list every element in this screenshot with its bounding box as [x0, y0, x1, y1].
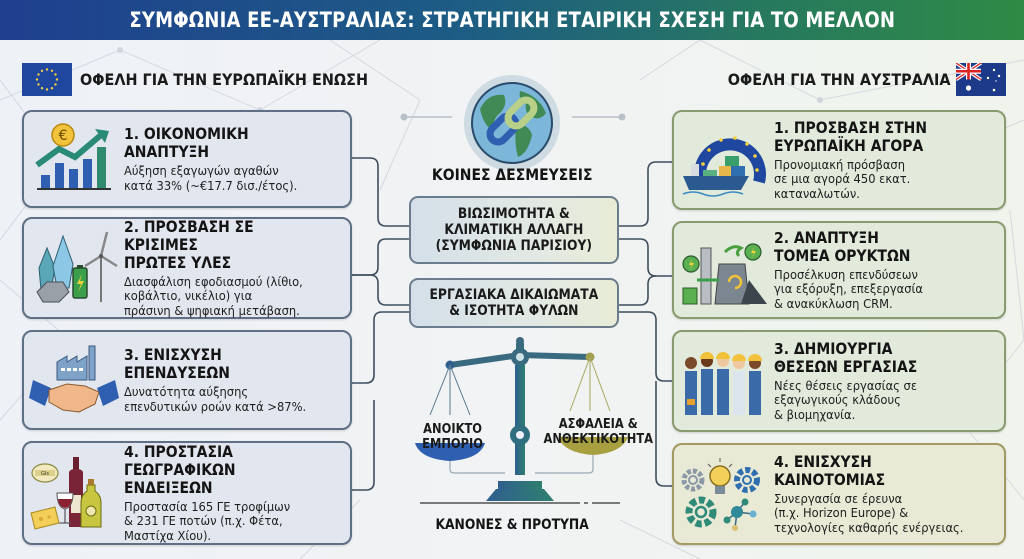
au-benefit-card-2: 2. ΑΝΑΠΤΥΞΗ ΤΟΜΕΑ ΟΡΥΚΤΩΝ Προσέλκυση επε… — [672, 221, 1006, 319]
au-benefit-title: 4. ΕΝΙΣΧΥΣΗ ΚΑΙΝΟΤΟΜΙΑΣ — [774, 452, 886, 489]
au-benefit-card-1: 1. ΠΡΟΣΒΑΣΗ ΣΤΗΝ ΕΥΡΩΠΑΪΚΗ ΑΓΟΡΑ Προνομι… — [672, 110, 1006, 210]
australia-flag-icon — [956, 62, 1006, 96]
au-benefit-description: Προσέλκυση επενδύσεων για εξόρυξη, επεξε… — [774, 266, 923, 311]
au-benefit-card-3: 3. ΔΗΜΙΟΥΡΓΙΑ ΘΕΣΕΩΝ ΕΡΓΑΣΙΑΣ Νέες θέσει… — [672, 330, 1006, 432]
scale-right-label: ΑΣΦΑΛΕΙΑ & ΑΝΘΕΚΤΙΚΟΤΗΤΑ — [543, 417, 653, 447]
au-benefit-title: 1. ΠΡΟΣΒΑΣΗ ΣΤΗΝ ΕΥΡΩΠΑΪΚΗ ΑΓΟΡΑ — [774, 118, 928, 155]
euro-growth-chart-icon: € — [35, 123, 111, 190]
eu-benefit-description: Δυνατότητα αύξησης επενδυτικών ροών κατά… — [124, 384, 307, 414]
au-section-header: ΟΦΕΛΗ ΓΙΑ ΤΗΝ ΑΥΣΤΡΑΛΙΑ — [703, 62, 1006, 96]
scale-left-label: ΑΝΟΙΚΤΟ ΕΜΠΟΡΙΟ — [422, 422, 484, 452]
page-title: ΣΥΜΦΩΝΙΑ ΕΕ-ΑΥΣΤΡΑΛΙΑΣ: ΣΤΡΑΤΗΓΙΚΗ ΕΤΑΙΡ… — [129, 8, 895, 32]
au-section-title: ΟΦΕΛΗ ΓΙΑ ΤΗΝ ΑΥΣΤΡΑΛΙΑ — [727, 69, 950, 89]
au-benefit-title: 3. ΔΗΜΙΟΥΡΓΙΑ ΘΕΣΕΩΝ ΕΡΓΑΣΙΑΣ — [774, 339, 918, 376]
eu-section-title: ΟΦΕΛΗ ΓΙΑ ΤΗΝ ΕΥΡΩΠΑΪΚΗ ΕΝΩΣΗ — [80, 69, 369, 89]
globe-chain-link-icon — [464, 75, 560, 171]
commitment-labour-rights: ΕΡΓΑΣΙΑΚΑ ΔΙΚΑΙΩΜΑΤΑ & ΙΣΟΤΗΤΑ ΦΥΛΩΝ — [409, 278, 619, 328]
eu-benefit-description: Αύξηση εξαγωγών αγαθών κατά 33% (~€17.7 … — [124, 163, 298, 193]
eu-benefit-title: 2. ΠΡΟΣΒΑΣΗ ΣΕ ΚΡΙΣΙΜΕΣ ΠΡΩΤΕΣ ΥΛΕΣ — [124, 217, 254, 272]
au-benefit-card-4: 4. ΕΝΙΣΧΥΣΗ ΚΑΙΝΟΤΟΜΙΑΣ Συνεργασία σε έρ… — [672, 443, 1006, 545]
eu-benefit-card-2: 2. ΠΡΟΣΒΑΣΗ ΣΕ ΚΡΙΣΙΜΕΣ ΠΡΩΤΕΣ ΥΛΕΣ Διασ… — [22, 217, 352, 319]
au-benefit-description: Νέες θέσεις εργασίας σε εξαγωγικούς κλάδ… — [774, 377, 918, 422]
balance-scale-icon — [415, 337, 628, 504]
au-benefit-title: 2. ΑΝΑΠΤΥΞΗ ΤΟΜΕΑ ΟΡΥΚΤΩΝ — [774, 228, 911, 265]
eu-benefit-card-4: GIs 4. ΠΡΟΣΤΑΣΙΑ ΓΕΩΓΡΑΦΙΚΩΝ ΕΝΔΕΙΞΕΩΝ Π… — [22, 441, 352, 545]
cargo-ship-eu-arch-icon — [682, 136, 766, 197]
workers-group-icon — [685, 352, 762, 415]
au-benefit-description: Συνεργασία σε έρευνα (π.χ. Horizon Europ… — [774, 490, 964, 535]
wine-cheese-oil-gi-icon: GIs — [30, 457, 102, 530]
commitment-sustainability: ΒΙΩΣΙΜΟΤΗΤΑ & ΚΛΙΜΑΤΙΚΗ ΑΛΛΑΓΗ (ΣΥΜΦΩΝΙΑ… — [409, 196, 619, 264]
gears-lightbulb-molecule-icon — [681, 458, 760, 531]
eu-benefit-title: 1. ΟΙΚΟΝΟΜΙΚΗ ΑΝΑΠΤΥΞΗ — [124, 125, 249, 161]
au-benefit-description: Προνομιακή πρόσβαση σε μια αγορά 450 εκα… — [774, 156, 911, 201]
rules-standards-label: ΚΑΝΟΝΕΣ & ΠΡΟΤΥΠΑ — [435, 517, 589, 533]
eu-benefit-title: 4. ΠΡΟΣΤΑΣΙΑ ΓΕΩΓΡΑΦΙΚΩΝ ΕΝΔΕΙΞΕΩΝ — [124, 442, 236, 497]
title-banner: ΣΥΜΦΩΝΙΑ ΕΕ-ΑΥΣΤΡΑΛΙΑΣ: ΣΤΡΑΤΗΓΙΚΗ ΕΤΑΙΡ… — [0, 0, 1024, 40]
eu-benefit-card-3: 3. ΕΝΙΣΧΥΣΗ ΕΠΕΝΔΥΣΕΩΝ Δυνατότητα αύξηση… — [22, 330, 352, 430]
crystals-wind-battery-icon — [36, 231, 118, 303]
eu-benefit-description: Διασφάλιση εφοδιασμού (λίθιο, κοβάλτιο, … — [124, 273, 303, 318]
eu-benefit-description: Προστασία 165 ΓΕ τροφίμων & 231 ΓΕ ποτών… — [124, 498, 291, 543]
eu-benefit-card-1: € 1. ΟΙΚΟΝΟΜΙΚΗ ΑΝΑΠΤΥΞΗ Αύξηση εξαγωγών… — [22, 110, 352, 208]
factory-handshake-icon — [29, 345, 119, 413]
eu-benefit-title: 3. ΕΝΙΣΧΥΣΗ ΕΠΕΝΔΥΣΕΩΝ — [124, 346, 230, 382]
svg-text:GIs: GIs — [41, 471, 49, 477]
eu-section-header: ΟΦΕΛΗ ΓΙΑ ΤΗΝ ΕΥΡΩΠΑΪΚΗ ΕΝΩΣΗ — [22, 62, 400, 96]
green-industry-plant-icon — [682, 243, 767, 305]
svg-text:€: € — [59, 128, 68, 144]
eu-flag-icon — [22, 62, 72, 96]
shared-commitments-heading: ΚΟΙΝΕΣ ΔΕΣΜΕΥΣΕΙΣ — [431, 166, 593, 184]
